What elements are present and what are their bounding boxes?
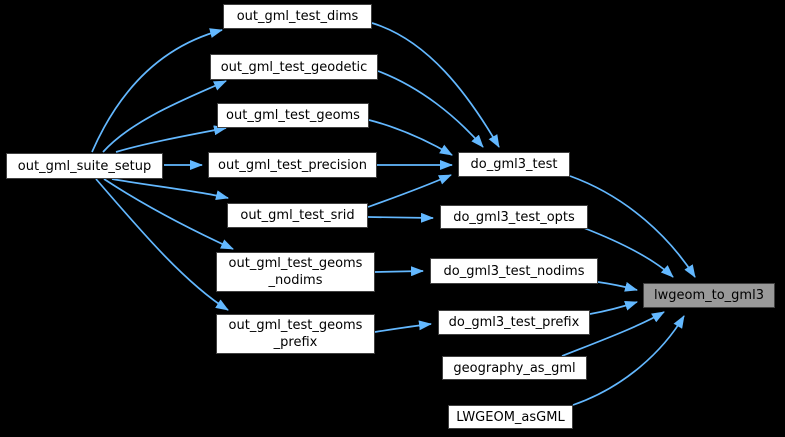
- node-label: out_gml_test_srid: [240, 208, 355, 223]
- node-label: lwgeom_to_gml3: [654, 288, 764, 303]
- edge-geoms-prefix-to-do-prefix: [374, 320, 432, 333]
- node-out_gml_test_geodetic[interactable]: out_gml_test_geodetic: [210, 54, 378, 80]
- node-out_gml_test_geoms_prefix[interactable]: out_gml_test_geoms _prefix: [216, 314, 375, 354]
- node-label: out_gml_test_geoms _nodims: [228, 256, 363, 288]
- edge-setup-to-geoms: [115, 125, 227, 153]
- node-geography_as_gml[interactable]: geography_as_gml: [442, 356, 587, 380]
- edge-setup-to-geoms-prefix: [95, 178, 229, 311]
- edge-setup-to-dims: [91, 28, 223, 153]
- node-label: out_gml_test_precision: [218, 157, 367, 173]
- edge-setup-to-srid: [111, 178, 229, 201]
- edge-srid-to-opts: [367, 212, 434, 223]
- edge-opts-to-lwgeom: [583, 227, 674, 278]
- edge-do-nodims-to-lwgeom: [597, 281, 638, 292]
- node-label: out_gml_test_dims: [236, 9, 359, 24]
- edge-srid-to-do-gml3-test: [367, 174, 452, 208]
- node-label: out_gml_test_geodetic: [220, 59, 368, 75]
- node-label: geography_as_gml: [453, 360, 576, 376]
- node-label: out_gml_suite_setup: [17, 158, 152, 174]
- node-label: out_gml_test_geoms: [226, 108, 360, 123]
- edge-geodetic-to-do-gml3-test: [377, 70, 484, 148]
- node-label: do_gml3_test_opts: [453, 209, 575, 225]
- node-out_gml_suite_setup[interactable]: out_gml_suite_setup: [6, 153, 163, 179]
- node-label: LWGEOM_asGML: [456, 409, 565, 425]
- node-out_gml_test_srid[interactable]: out_gml_test_srid: [227, 203, 368, 228]
- edge-setup-to-geodetic: [102, 80, 227, 153]
- node-do_gml3_test_prefix[interactable]: do_gml3_test_prefix: [438, 310, 590, 335]
- node-out_gml_test_geoms_nodims[interactable]: out_gml_test_geoms _nodims: [216, 252, 375, 292]
- node-label: do_gml3_test: [470, 157, 558, 172]
- node-LWGEOM_asGML[interactable]: LWGEOM_asGML: [448, 405, 573, 429]
- node-do_gml3_test[interactable]: do_gml3_test: [458, 152, 570, 177]
- edge-do-gml3-test-to-lwgeom: [569, 175, 696, 278]
- edge-lwgeom-asgml-to-lwgeom: [572, 315, 685, 406]
- node-out_gml_test_precision[interactable]: out_gml_test_precision: [208, 152, 377, 178]
- node-label: do_gml3_test_nodims: [443, 263, 585, 279]
- node-do_gml3_test_nodims[interactable]: do_gml3_test_nodims: [430, 258, 598, 284]
- node-lwgeom_to_gml3: lwgeom_to_gml3: [643, 283, 775, 308]
- edge-dims-to-do-gml3-test: [371, 22, 500, 148]
- node-out_gml_test_geoms[interactable]: out_gml_test_geoms: [217, 103, 369, 128]
- edge-setup-to-geoms-nodims: [103, 178, 234, 250]
- edge-geoms-nodims-to-do-nodims: [374, 266, 424, 277]
- node-out_gml_test_dims[interactable]: out_gml_test_dims: [223, 4, 372, 29]
- edge-geoms-to-do-gml3-test: [368, 119, 453, 156]
- node-label: out_gml_test_geoms _prefix: [228, 318, 363, 350]
- node-label: do_gml3_test_prefix: [448, 315, 580, 330]
- edge-do-prefix-to-lwgeom: [589, 301, 638, 315]
- edge-geography-to-lwgeom: [561, 311, 665, 357]
- node-do_gml3_test_opts[interactable]: do_gml3_test_opts: [440, 205, 588, 229]
